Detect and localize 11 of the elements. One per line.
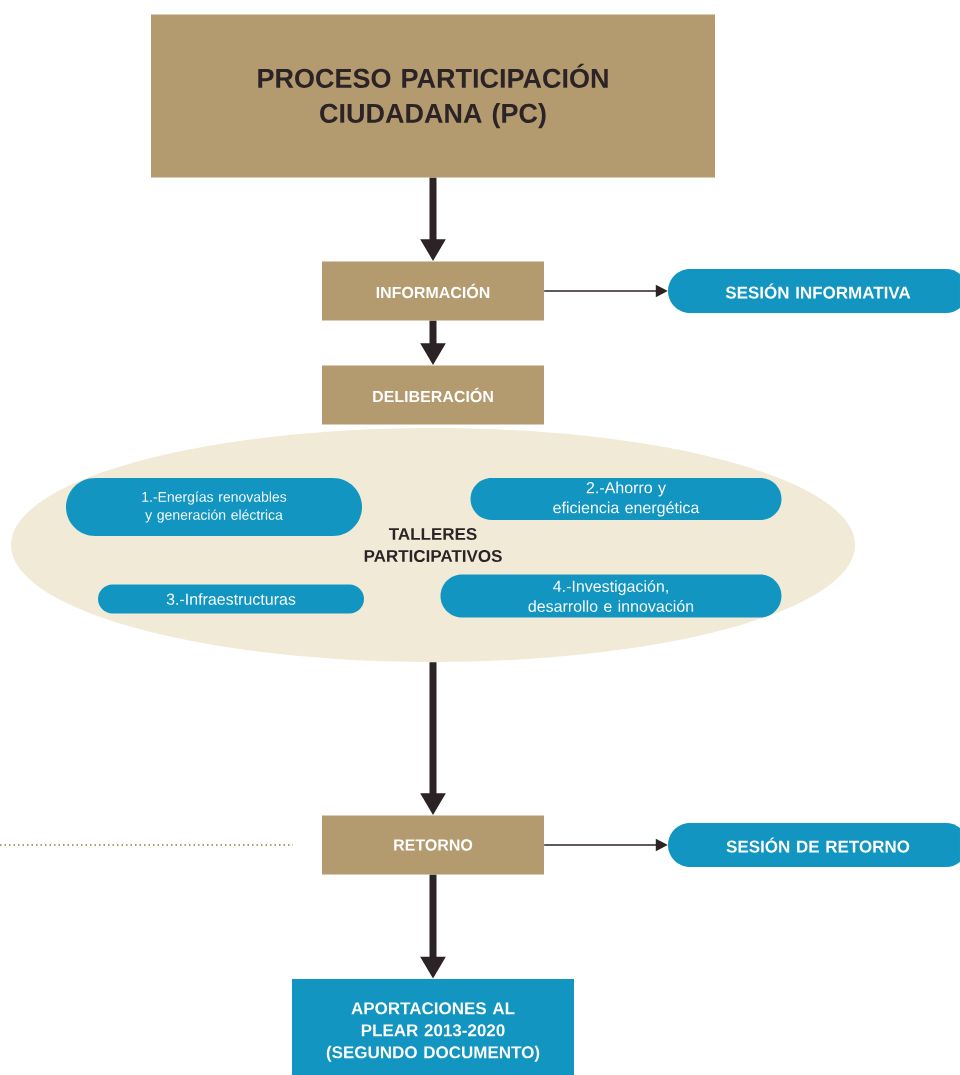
process-box: INFORMACIÓN — [322, 261, 544, 321]
topic-pill: 4.-Investigación, desarrollo e innovación — [440, 574, 782, 618]
result-box: APORTACIONES AL PLEAR 2013-2020 (SEGUNDO DOCUMENTO) — [292, 979, 574, 1075]
topic-pill: 3.-Infraestructuras — [98, 584, 364, 614]
process-box: DELIBERACIÓN — [322, 365, 544, 425]
session-pill: SESIÓN INFORMATIVA — [668, 269, 960, 313]
topic-pill: 1.-Energías renovables y generación eléctrica — [66, 478, 362, 536]
topic-pill: 2.-Ahorro y eficiencia energética — [470, 478, 782, 520]
session-pill: SESIÓN DE RETORNO — [668, 823, 960, 867]
process-box: RETORNO — [322, 815, 544, 875]
title-box: PROCESO PARTICIPACIÓN CIUDADANA (PC) — [151, 14, 715, 178]
